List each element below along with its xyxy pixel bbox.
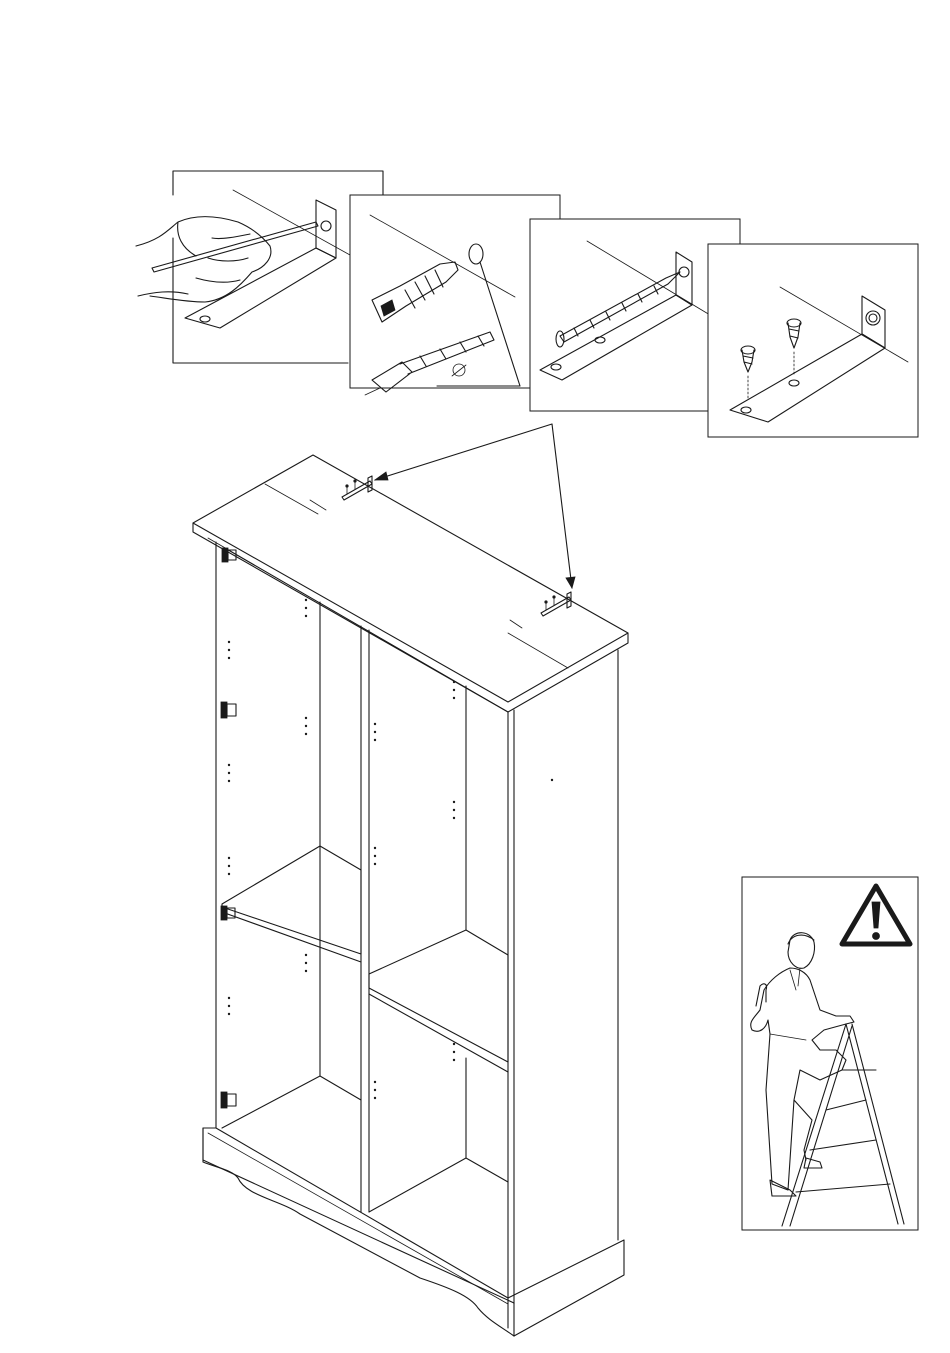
drill-and-plug-detail xyxy=(350,195,560,395)
hinge-icon xyxy=(221,906,235,920)
shelf-pin-holes xyxy=(228,599,553,1099)
hand-icon xyxy=(136,217,271,302)
hinge-icon xyxy=(221,702,236,718)
top-bracket-right xyxy=(541,592,571,616)
safety-panel xyxy=(742,877,918,1230)
mark-hole-detail xyxy=(136,171,383,363)
pointer-arrows xyxy=(375,424,575,588)
bookcase-isometric xyxy=(193,455,628,1336)
bracket-screws-detail xyxy=(708,244,918,437)
hinge-icon xyxy=(221,1092,236,1108)
dimension-markers xyxy=(265,484,568,668)
